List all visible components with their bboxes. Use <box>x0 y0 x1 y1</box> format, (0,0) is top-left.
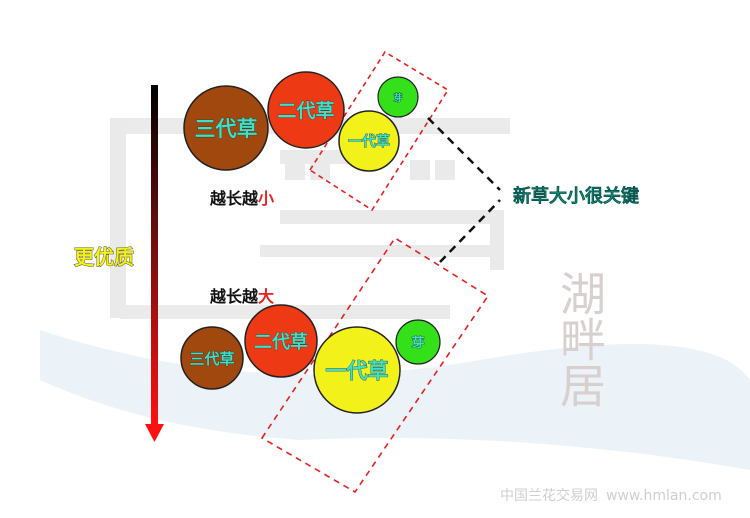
circle-bud <box>377 76 419 118</box>
circle-first-gen <box>338 110 400 172</box>
watermark-wave <box>40 330 750 470</box>
circle-second-gen <box>244 304 318 378</box>
circle-third-gen <box>180 326 244 390</box>
circle-first-gen <box>313 326 401 414</box>
top-highlight-box <box>308 50 450 212</box>
watermark-logo: 湖畔居 <box>553 270 607 408</box>
label-second-gen: 二代草 <box>254 331 308 353</box>
key-label: 新草大小很关键 <box>513 185 639 207</box>
quality-arrow-shaft <box>151 85 158 425</box>
bottom-caption: 越长越大 <box>209 287 274 306</box>
circle-bud <box>395 319 441 365</box>
label-third-gen: 三代草 <box>195 117 258 141</box>
quality-arrow-head <box>145 424 164 442</box>
connector-top <box>427 117 501 191</box>
top-group: 三代草 二代草 一代草 芽 越长越小 <box>183 71 419 208</box>
bottom-group: 三代草 二代草 一代草 芽 越长越大 <box>180 287 441 414</box>
connector-bottom <box>439 199 501 263</box>
label-third-gen: 三代草 <box>189 350 234 368</box>
top-caption: 越长越小 <box>209 189 274 208</box>
label-bud: 芽 <box>393 92 402 104</box>
circle-third-gen <box>183 85 269 171</box>
label-first-gen: 一代草 <box>348 133 390 150</box>
label-first-gen: 一代草 <box>326 359 389 383</box>
circle-second-gen <box>267 71 345 149</box>
label-bud: 芽 <box>411 335 424 351</box>
arrow-label: 更优质 <box>74 245 134 269</box>
label-second-gen: 二代草 <box>277 99 334 122</box>
